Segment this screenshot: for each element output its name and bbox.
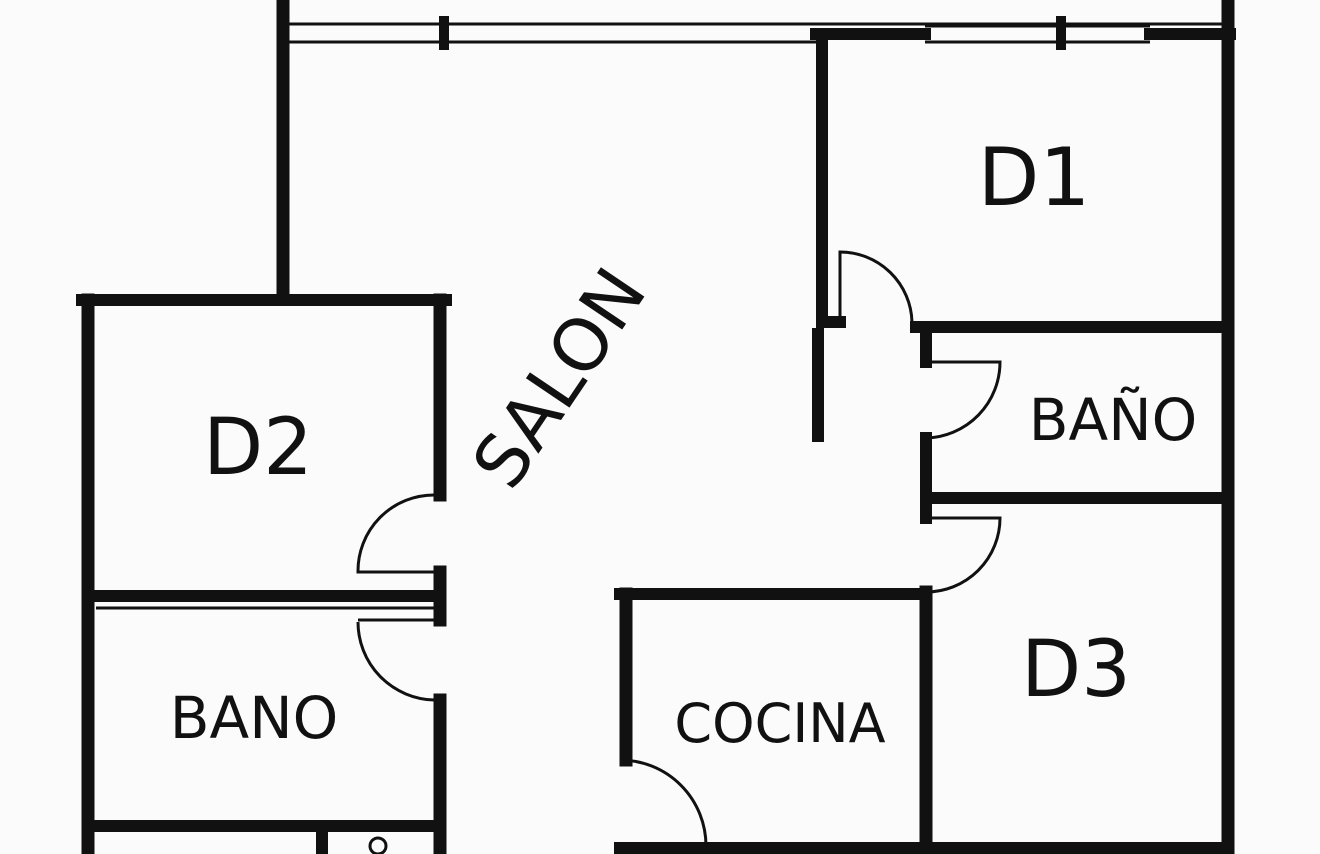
d2-door-swing (356, 493, 435, 574)
room-label-bano-main: BAÑO (1029, 385, 1198, 454)
window-mullion-left (439, 16, 449, 50)
room-label-d1: D1 (978, 131, 1091, 224)
bano-main-door-swing (925, 360, 1002, 440)
room-labels: D1 D2 D3 BAÑO BANO COCINA SALON (170, 131, 1198, 755)
doors (356, 250, 1002, 847)
d1-door-swing (838, 250, 914, 323)
room-label-d3: D3 (1021, 625, 1131, 715)
closet-fixture (368, 836, 388, 854)
window-mullion-right (1056, 16, 1066, 50)
d3-door-swing (925, 516, 1002, 594)
room-label-bano-left: BANO (170, 684, 339, 752)
cocina-door-swing (619, 758, 708, 847)
bano-left-door-swing (356, 621, 435, 702)
room-label-cocina: COCINA (674, 692, 885, 755)
room-label-d2: D2 (203, 403, 313, 493)
walls (76, 0, 1236, 854)
room-label-salon: SALON (456, 253, 662, 503)
